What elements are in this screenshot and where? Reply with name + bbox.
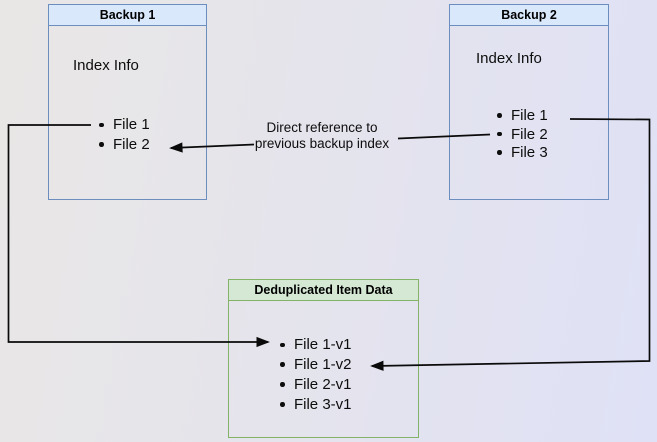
backup2-file-list: File 1 File 2 File 3 [497,106,548,162]
list-item: File 1 [99,115,150,135]
backup1-header: Backup 1 [49,5,206,26]
bullet-icon [497,131,502,137]
list-item: File 1-v1 [280,335,352,355]
dedup-title: Deduplicated Item Data [254,283,393,297]
bullet-icon [497,150,502,156]
list-item: File 2 [99,135,150,155]
edge-label-direct-reference: Direct reference to previous backup inde… [237,120,407,152]
list-item-label: File 2 [112,136,150,154]
bullet-icon [280,342,285,348]
list-item-label: File 2 [510,125,548,143]
list-item-label: File 3 [510,144,548,162]
backup1-index-info-label: Index Info [73,57,139,74]
backup2-title: Backup 2 [501,8,557,22]
list-item: File 3 [497,143,548,162]
list-item: File 2 [497,125,548,144]
list-item-label: File 2-v1 [293,375,352,393]
backup1-node: Backup 1 [48,4,207,200]
list-item-label: File 3-v1 [293,395,352,413]
list-item-label: File 1-v1 [293,336,352,354]
list-item-label: File 1 [510,106,548,124]
backup1-file-list: File 1 File 2 [99,115,150,155]
bullet-icon [497,113,502,118]
backup2-node: Backup 2 [449,4,609,200]
bullet-icon [280,382,285,387]
edge-label-line1: Direct reference to [266,120,378,135]
backup2-index-info-label: Index Info [476,50,542,67]
bullet-icon [280,362,285,367]
backup1-title: Backup 1 [99,8,156,22]
dedup-file-list: File 1-v1 File 1-v2 File 2-v1 File 3-v1 [280,335,352,414]
dedup-node: Deduplicated Item Data [228,279,419,438]
backup2-header: Backup 2 [450,5,608,26]
list-item-label: File 1 [112,116,150,134]
dedup-header: Deduplicated Item Data [229,280,418,301]
bullet-icon [99,142,104,147]
list-item-label: File 1-v2 [293,356,352,374]
edge-label-line2: previous backup index [254,135,390,151]
list-item: File 2-v1 [280,375,352,395]
list-item: File 3-v1 [280,394,352,414]
bullet-icon [280,401,285,407]
list-item: File 1-v2 [280,355,352,375]
bullet-icon [99,122,104,128]
list-item: File 1 [497,106,548,125]
